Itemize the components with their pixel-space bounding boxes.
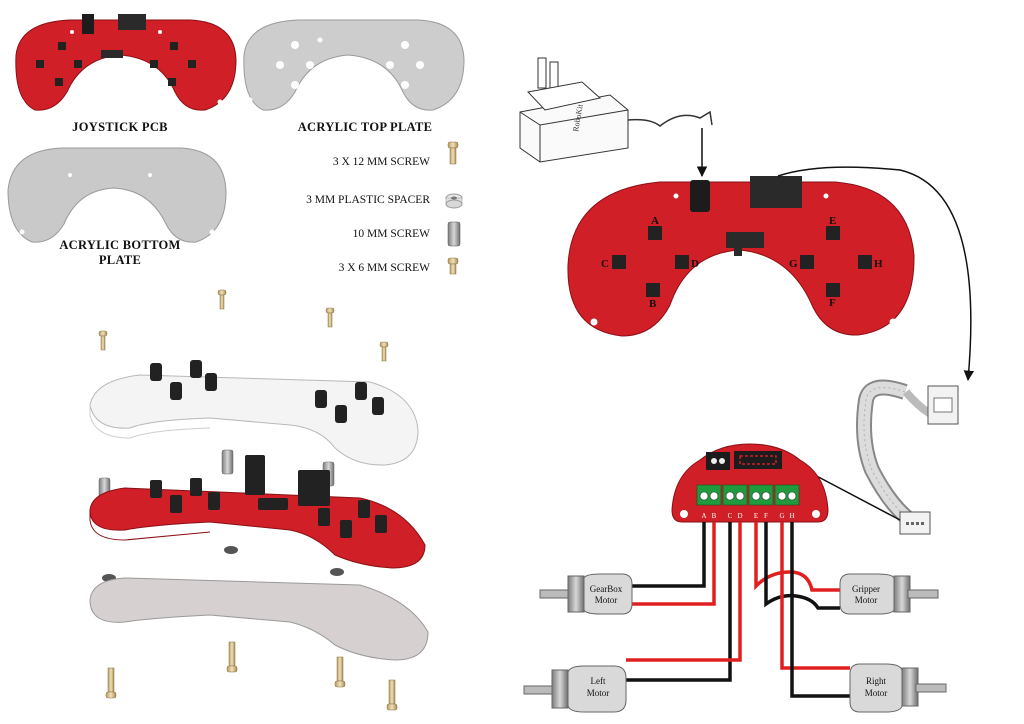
terminal-label-g: G (779, 512, 784, 520)
gearbox-motor-label-line2: Motor (595, 595, 618, 605)
hardware-label-screw-3x6: 3 X 6 MM SCREW (338, 262, 430, 274)
power-adapter-image: RoboKit (519, 57, 713, 163)
acrylic-bottom-plate-label-line2: PLATE (98, 253, 142, 267)
right-motor-label-line2: Motor (865, 688, 888, 698)
button-label-c: C (601, 258, 609, 270)
left-motor: Left Motor (523, 665, 627, 713)
wire-d-red (626, 522, 742, 662)
wire-c-black (626, 522, 732, 682)
hardware-label-screw-3x12: 3 X 12 MM SCREW (332, 156, 430, 168)
terminal-label-a: A (701, 512, 706, 520)
screw-10mm-icon (447, 221, 461, 247)
left-motor-label-line1: Left (591, 676, 606, 686)
acrylic-top-plate-label: ACRYLIC TOP PLATE (297, 120, 433, 134)
ribbon-cable-image (856, 379, 959, 535)
terminal-label-d: D (737, 512, 742, 520)
motor-driver-board: A B C D E F G H (671, 443, 829, 523)
gearbox-motor: GearBox Motor (539, 573, 633, 615)
hardware-label-screw-10mm: 10 MM SCREW (352, 228, 430, 240)
gearbox-motor-label-line1: GearBox (590, 584, 623, 594)
connector-to-ribbon-arrow (777, 166, 975, 382)
acrylic-bottom-plate-label-line1: ACRYLIC BOTTOM (59, 238, 181, 252)
button-label-b: B (649, 298, 657, 310)
plastic-spacer-icon (445, 193, 463, 209)
wire-b-red (626, 522, 716, 606)
button-label-h: H (874, 258, 883, 270)
button-label-f: F (829, 297, 836, 309)
button-label-a: A (651, 215, 659, 227)
joystick-pcb-image (15, 14, 237, 111)
terminal-label-f: F (764, 512, 768, 520)
exploded-top-screws (98, 289, 389, 362)
left-motor-label-line2: Motor (587, 688, 610, 698)
button-label-e: E (829, 215, 836, 227)
gripper-motor-label-line1: Gripper (852, 584, 880, 594)
terminal-label-e: E (754, 512, 758, 520)
acrylic-top-plate-image (243, 19, 465, 111)
wire-e-red (754, 522, 840, 592)
wire-f-black (764, 522, 840, 610)
screw-3x6-icon (447, 257, 459, 275)
gripper-motor-label-line2: Motor (855, 595, 878, 605)
wire-g-red (780, 522, 850, 670)
wire-a-black (626, 522, 706, 588)
joystick-pcb-large: A B C D E F G H (567, 176, 915, 337)
terminal-label-b: B (712, 512, 717, 520)
terminal-label-h: H (789, 512, 794, 520)
hardware-label-plastic-spacer: 3 MM PLASTIC SPACER (306, 194, 430, 206)
button-label-d: D (691, 258, 699, 270)
button-label-g: G (789, 258, 798, 270)
screw-3x12-icon (447, 141, 459, 165)
exploded-assembly-view (89, 289, 429, 711)
joystick-pcb-label: JOYSTICK PCB (72, 120, 168, 134)
wire-h-black (790, 522, 850, 698)
terminal-label-c: C (728, 512, 733, 520)
right-motor-label-line1: Right (866, 676, 887, 686)
motor-wiring (626, 522, 850, 698)
acrylic-bottom-plate-image (7, 147, 227, 243)
right-motor: Right Motor (849, 663, 947, 713)
gripper-motor: Gripper Motor (839, 573, 939, 615)
